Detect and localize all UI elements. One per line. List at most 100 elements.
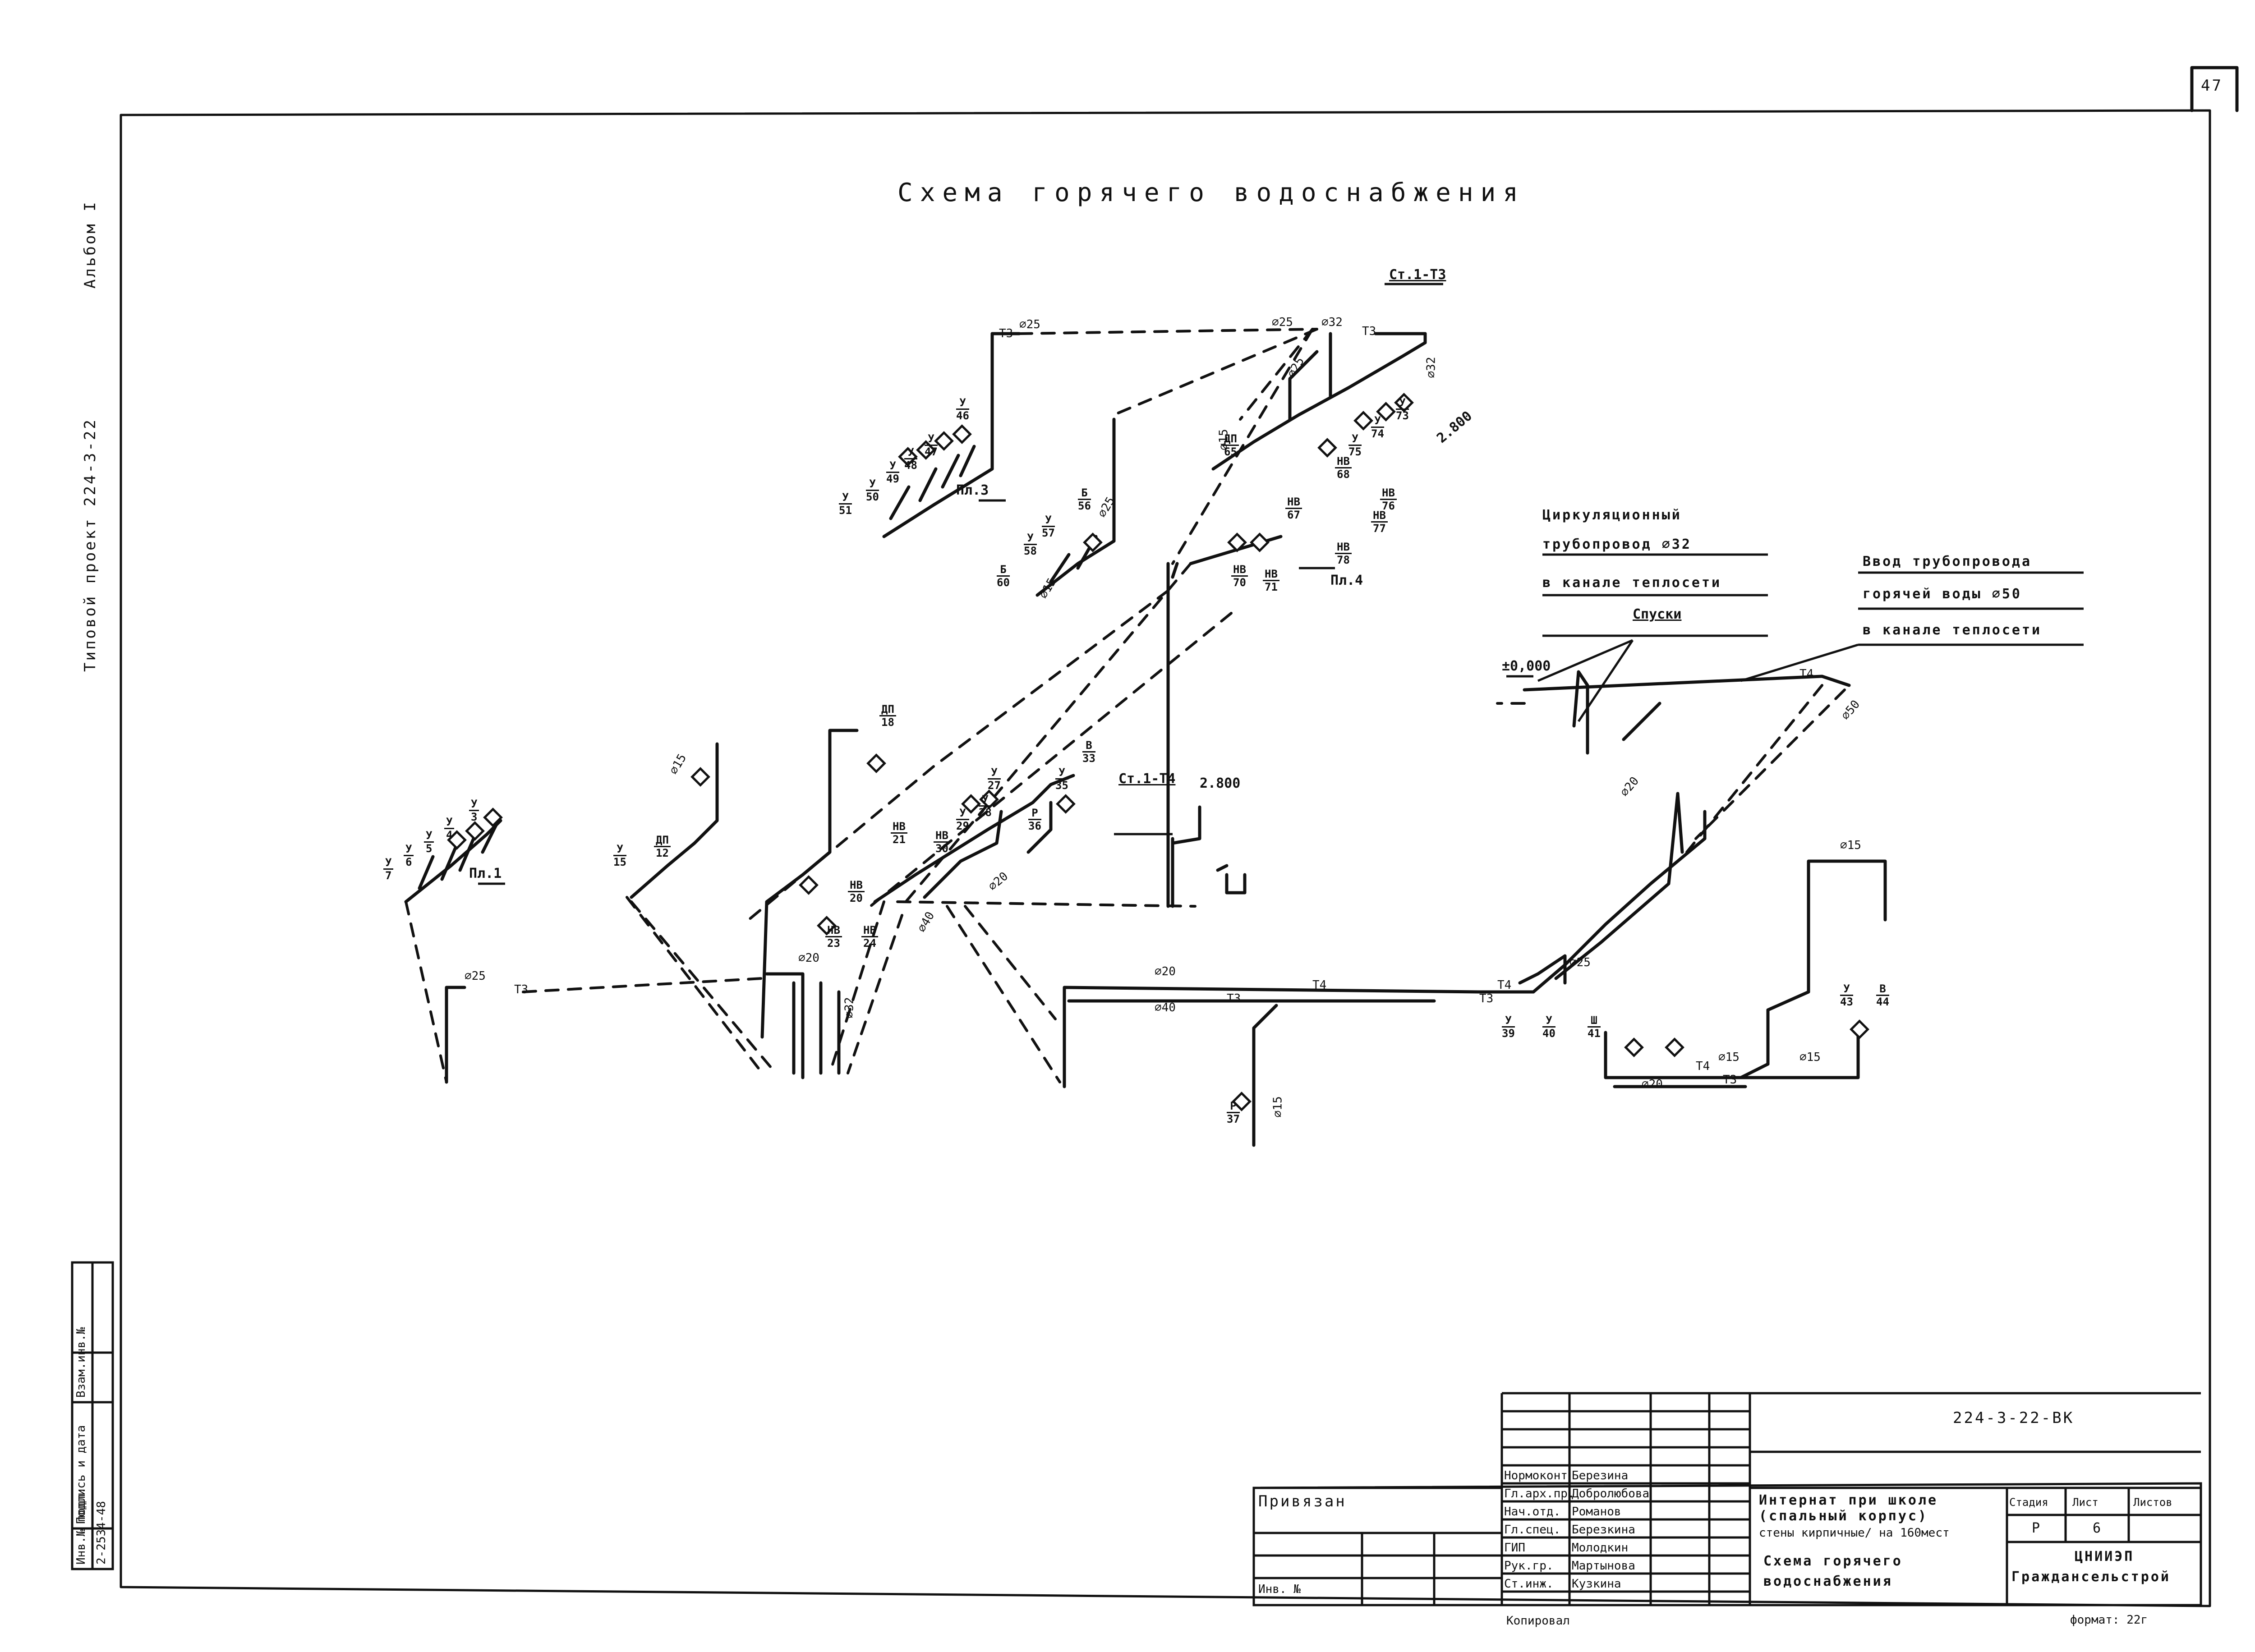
pipe-diameter: ⌀40 <box>1155 1001 1176 1014</box>
fixture-type: ДП <box>879 703 896 716</box>
stamp-role: Рук.гр. <box>1504 1559 1554 1573</box>
fixture-number: 43 <box>1840 996 1853 1008</box>
fixture-type: У <box>1024 532 1037 545</box>
fixture-type: НВ <box>1371 509 1388 523</box>
fixture-number: 73 <box>1396 409 1409 422</box>
fixture-type: У <box>979 794 992 807</box>
fixture-type: ДП <box>1222 433 1239 446</box>
fixture-number: 21 <box>893 833 906 846</box>
fixture-number: 78 <box>1337 554 1350 566</box>
fixture-type: Р <box>1227 1100 1240 1113</box>
side-album-label: Альбом I <box>81 200 99 289</box>
fixture-number: 29 <box>956 820 969 832</box>
fixture-number: 67 <box>1287 509 1300 521</box>
pipe-diameter: ⌀32 <box>842 997 856 1019</box>
fixture-type: В <box>1082 739 1095 753</box>
fixture-number: 49 <box>886 473 899 485</box>
fixture-type: ДП <box>654 834 671 847</box>
fixture-type: У <box>444 816 455 829</box>
fixture-number: 35 <box>1055 779 1068 792</box>
fixture-type: У <box>956 397 969 410</box>
stamp-name: Молодкин <box>1572 1541 1629 1555</box>
pipe-diameter: ⌀25 <box>465 969 486 983</box>
pipe-mark: Т4 <box>1312 978 1327 992</box>
fixture-number: 18 <box>881 716 894 729</box>
fixture-type: У <box>1042 514 1055 527</box>
fixture-type: У <box>1502 1014 1515 1028</box>
riser-t4-label: Ст.1-Т4 <box>1118 771 1176 787</box>
stamp-role: Ст.инж. <box>1504 1577 1554 1591</box>
fixture-number: 12 <box>656 847 669 859</box>
stamp-list-header: Лист <box>2072 1496 2099 1509</box>
stamp-object-line1: Интернат при школе <box>1759 1492 1938 1508</box>
stamp-name: Добролюбова <box>1572 1487 1650 1501</box>
stamp-privyazan: Привязан <box>1258 1492 1347 1510</box>
plan-1-label: Пл.1 <box>469 866 502 881</box>
fixture-type: Ш <box>1588 1014 1601 1028</box>
fixture-number: 44 <box>1876 996 1889 1008</box>
fixture-type: НВ <box>861 924 878 937</box>
fixture-number: 57 <box>1042 527 1055 539</box>
sheet-number: 47 <box>2201 77 2223 95</box>
stamp-name: Мартынова <box>1572 1559 1635 1573</box>
fixture-number: 30 <box>935 842 948 855</box>
fixture-type: У <box>886 460 899 473</box>
fixture-number: 28 <box>979 806 992 819</box>
fixture-number: 56 <box>1078 500 1091 512</box>
fixture-number: 71 <box>1265 581 1278 593</box>
pipe-diameter: ⌀20 <box>798 951 819 965</box>
stamp-sheet-title-line2: водоснабжения <box>1763 1574 1893 1589</box>
pipe-mark: Т3 <box>1479 992 1494 1005</box>
fixture-type: У <box>988 766 1001 780</box>
input-callout-line1: Ввод трубопровода <box>1863 554 2032 569</box>
pipe-mark: Т4 <box>1799 667 1814 681</box>
pipe-mark: Т3 <box>514 983 529 996</box>
fixture-type: У <box>925 433 938 446</box>
fixture-number: 76 <box>1382 500 1395 512</box>
fixture-type: Р <box>1028 807 1041 820</box>
stamp-role: Нормоконт <box>1504 1469 1568 1482</box>
plan-3-label: Пл.3 <box>956 482 989 498</box>
pipe-mark: Т3 <box>999 327 1013 340</box>
stamp-org-line2: Граждансельстрой <box>2011 1569 2171 1585</box>
fixture-number: 39 <box>1502 1027 1515 1040</box>
side-project-label: Типовой проект 224-3-22 <box>81 418 99 672</box>
stamp-name: Романов <box>1572 1505 1621 1519</box>
fixture-number: 33 <box>1082 752 1095 765</box>
pipe-mark: Т3 <box>1723 1073 1737 1087</box>
fixture-number: 4 <box>446 829 453 841</box>
stamp-role: Гл.спец. <box>1504 1523 1561 1537</box>
fixture-type: У <box>866 478 879 491</box>
input-callout-line2: горячей воды ⌀50 <box>1863 586 2022 602</box>
stamp-name: Березина <box>1572 1469 1629 1482</box>
fixture-type: У <box>404 843 414 856</box>
